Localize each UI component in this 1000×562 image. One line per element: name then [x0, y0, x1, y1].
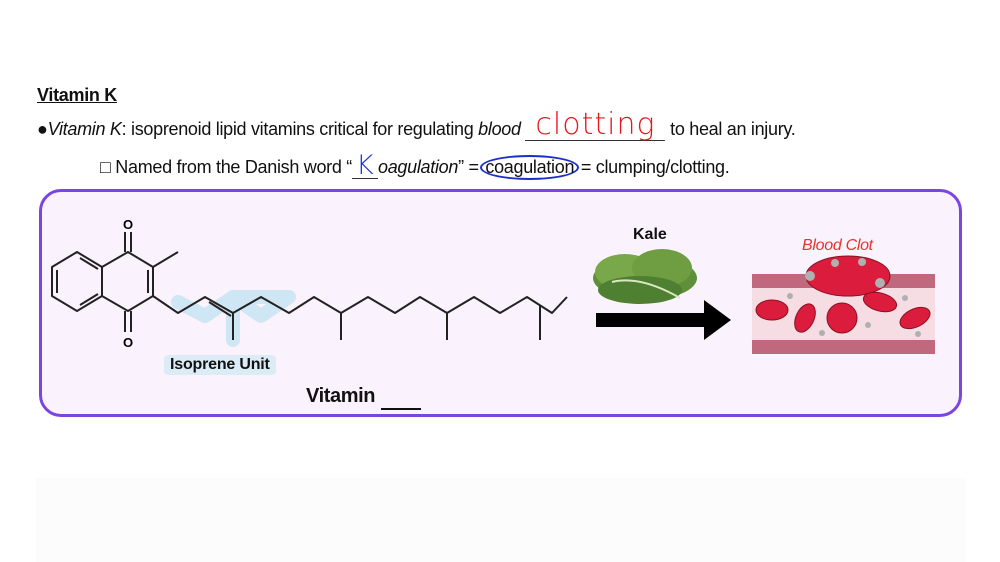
danish-word: oagulation	[377, 157, 459, 177]
blank-area	[36, 478, 966, 562]
kale-image	[593, 249, 697, 304]
handwritten-letter: K	[355, 150, 374, 181]
definition-text: : isoprenoid lipid vitamins critical for…	[121, 119, 479, 139]
isoprene-unit-label: Isoprene Unit	[164, 355, 276, 375]
definition-end: to heal an injury.	[665, 119, 796, 139]
vitamin-blank	[381, 385, 422, 410]
vitamin-word: Vitamin	[306, 385, 376, 407]
circled-word: coagulation	[480, 155, 580, 180]
equals-text: ” =	[458, 157, 484, 177]
blood-word: blood	[478, 119, 521, 139]
answer-blank: clotting	[525, 107, 666, 142]
page-title: Vitamin K	[37, 85, 117, 105]
letter-blank: K	[351, 150, 378, 181]
molecule-bonds	[51, 232, 568, 340]
oxygen-bottom: O	[123, 335, 133, 350]
handwritten-answer: clotting	[535, 107, 656, 142]
bullet-marker: ●	[37, 119, 48, 139]
checkbox-marker: □	[100, 157, 111, 177]
meaning-text: = clumping/clotting.	[576, 157, 730, 177]
etymology-text: Named from the Danish word “	[110, 157, 352, 177]
blood-clot-image	[752, 255, 935, 354]
etymology-subbullet: □ Named from the Danish word “K oagulati…	[100, 150, 730, 181]
arrow-icon	[596, 300, 731, 340]
definition-bullet: ●Vitamin K: isoprenoid lipid vitamins cr…	[37, 107, 796, 142]
term: Vitamin K	[47, 119, 122, 139]
kale-label: Kale	[633, 226, 667, 243]
oxygen-top: O	[123, 217, 133, 232]
vitamin-label: Vitamin	[306, 385, 422, 410]
isoprene-highlight	[171, 290, 296, 347]
blood-clot-label: Blood Clot	[802, 237, 873, 254]
